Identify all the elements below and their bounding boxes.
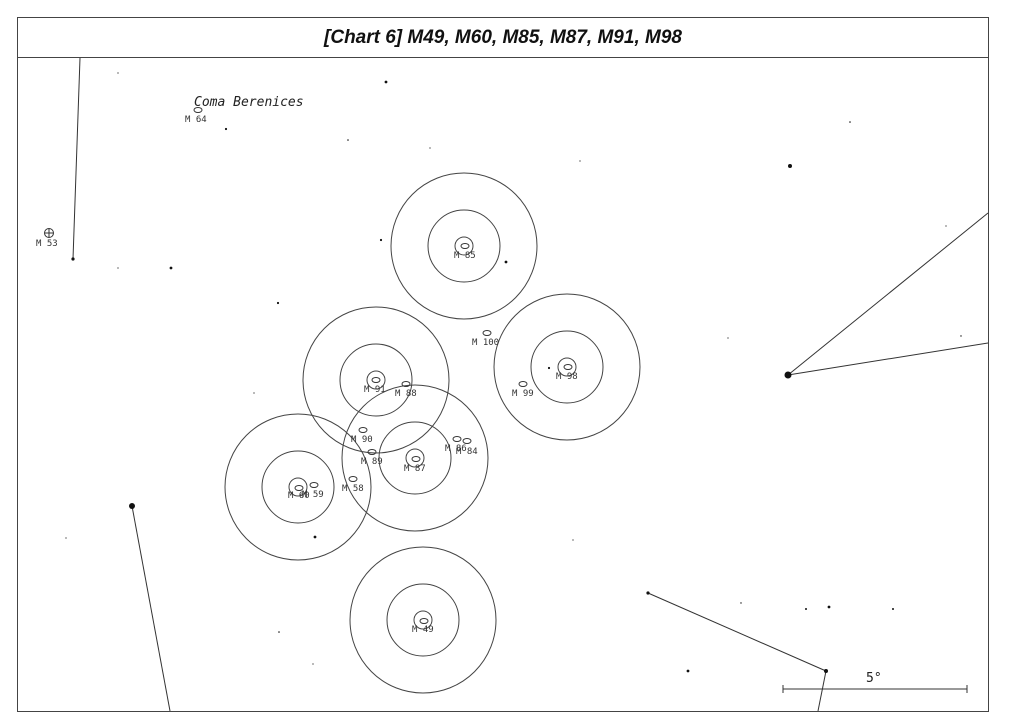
constellation-lines [72, 58, 988, 711]
label-m59: M 59 [302, 490, 324, 500]
star [504, 260, 508, 264]
star [379, 238, 383, 242]
star [169, 266, 173, 270]
star [71, 257, 75, 261]
star [253, 392, 255, 394]
constellation-line [787, 342, 988, 376]
object-labels: M 85 M 98 M 91 M 87 M 60 M 49 M 64 M 53 … [36, 115, 578, 635]
galaxy-m64[interactable] [193, 107, 203, 113]
galaxy-m91[interactable] [371, 377, 381, 383]
galaxy-m84[interactable] [462, 438, 472, 444]
constellation-line [787, 212, 988, 376]
galaxy-m87[interactable] [411, 456, 421, 462]
galaxy-m85[interactable] [460, 243, 470, 249]
star [547, 366, 551, 370]
label-m87: M 87 [404, 464, 426, 474]
galaxy-m90[interactable] [358, 427, 368, 433]
star [278, 631, 280, 633]
label-m86: M 86 [445, 444, 467, 454]
label-m98: M 98 [556, 372, 578, 382]
star [313, 535, 317, 539]
star [117, 267, 119, 269]
label-m100: M 100 [472, 338, 499, 348]
stars [65, 72, 962, 673]
label-m90: M 90 [351, 435, 373, 445]
title-bar: [Chart 6] M49, M60, M85, M87, M91, M98 [18, 18, 988, 58]
label-m85: M 85 [454, 251, 476, 261]
star [646, 591, 650, 595]
finder-ring-m49 [349, 546, 497, 694]
star [117, 72, 119, 74]
constellation-line [131, 505, 171, 711]
star [805, 608, 807, 610]
star [384, 80, 388, 84]
constellation-line [817, 670, 827, 711]
label-m60: M 60 [288, 491, 310, 501]
star [686, 669, 690, 673]
star [849, 121, 851, 123]
label-m64: M 64 [185, 115, 207, 125]
star [429, 147, 431, 149]
label-m53: M 53 [36, 239, 58, 249]
galaxy-m58[interactable] [348, 476, 358, 482]
galaxy-m60[interactable] [294, 485, 304, 491]
label-m58: M 58 [342, 484, 364, 494]
chart-frame: [Chart 6] M49, M60, M85, M87, M91, M98 [17, 17, 989, 712]
star [784, 371, 792, 379]
scale-label: 5° [866, 671, 882, 686]
chart-title: [Chart 6] M49, M60, M85, M87, M91, M98 [324, 26, 682, 48]
star [788, 164, 792, 168]
star [945, 225, 947, 227]
star [572, 539, 574, 541]
galaxy-m49[interactable] [419, 618, 429, 624]
star [960, 335, 962, 337]
galaxy-m98[interactable] [563, 364, 573, 370]
star [827, 605, 831, 609]
finder-ring-m87 [341, 384, 489, 532]
finder-ring-m91 [302, 306, 450, 454]
star [224, 127, 228, 131]
constellation-line [72, 58, 81, 260]
star [129, 503, 135, 509]
galaxy-m100[interactable] [482, 330, 492, 336]
star [727, 337, 729, 339]
galaxy-m89[interactable] [367, 449, 377, 455]
star-map[interactable]: Coma Berenices M 85 M 98 M 91 M 87 M 60 … [18, 58, 988, 711]
star [892, 608, 894, 610]
globular-cluster-m53[interactable] [44, 228, 54, 238]
star [347, 139, 349, 141]
label-m49: M 49 [412, 625, 434, 635]
finder-circles [224, 172, 641, 694]
constellation-label: Coma Berenices [194, 95, 304, 110]
label-m99: M 99 [512, 389, 534, 399]
finder-ring-m98 [493, 293, 641, 441]
galaxy-symbols [193, 107, 573, 624]
star [276, 301, 280, 305]
star [312, 663, 314, 665]
finder-ring-m85 [390, 172, 538, 320]
label-m89: M 89 [361, 457, 383, 467]
finder-ring-m60 [224, 413, 372, 561]
galaxy-m99[interactable] [518, 381, 528, 387]
scale-bar [782, 685, 968, 693]
label-m84: M 84 [456, 447, 478, 457]
galaxy-m59[interactable] [309, 482, 319, 488]
star [824, 669, 828, 673]
star [740, 602, 742, 604]
constellation-line [647, 592, 827, 672]
galaxy-m88[interactable] [401, 381, 411, 387]
star [579, 160, 581, 162]
label-m88: M 88 [395, 389, 417, 399]
star [65, 537, 67, 539]
galaxy-m86[interactable] [452, 436, 462, 442]
label-m91: M 91 [364, 385, 386, 395]
